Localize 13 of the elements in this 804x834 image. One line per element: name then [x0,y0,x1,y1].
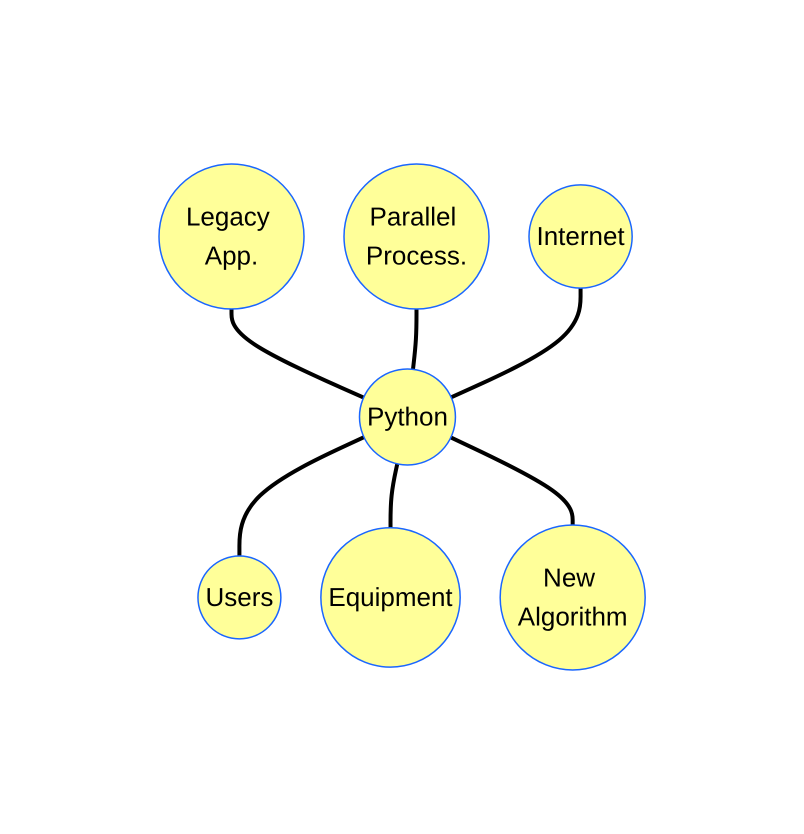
node-circle: Equipment [320,527,461,668]
node-circle: Internet [528,184,633,289]
connector [410,309,418,370]
node-circle: Legacy App. [158,163,305,310]
node-circle: Python [358,368,456,466]
node-circle: Parallel Process. [343,163,490,310]
node-circle: New Algorithm [499,524,646,671]
connector [450,436,575,525]
node-circle: Users [197,555,282,640]
connector [229,309,364,400]
connector [388,463,400,528]
connector [237,435,365,556]
connector [450,288,582,400]
